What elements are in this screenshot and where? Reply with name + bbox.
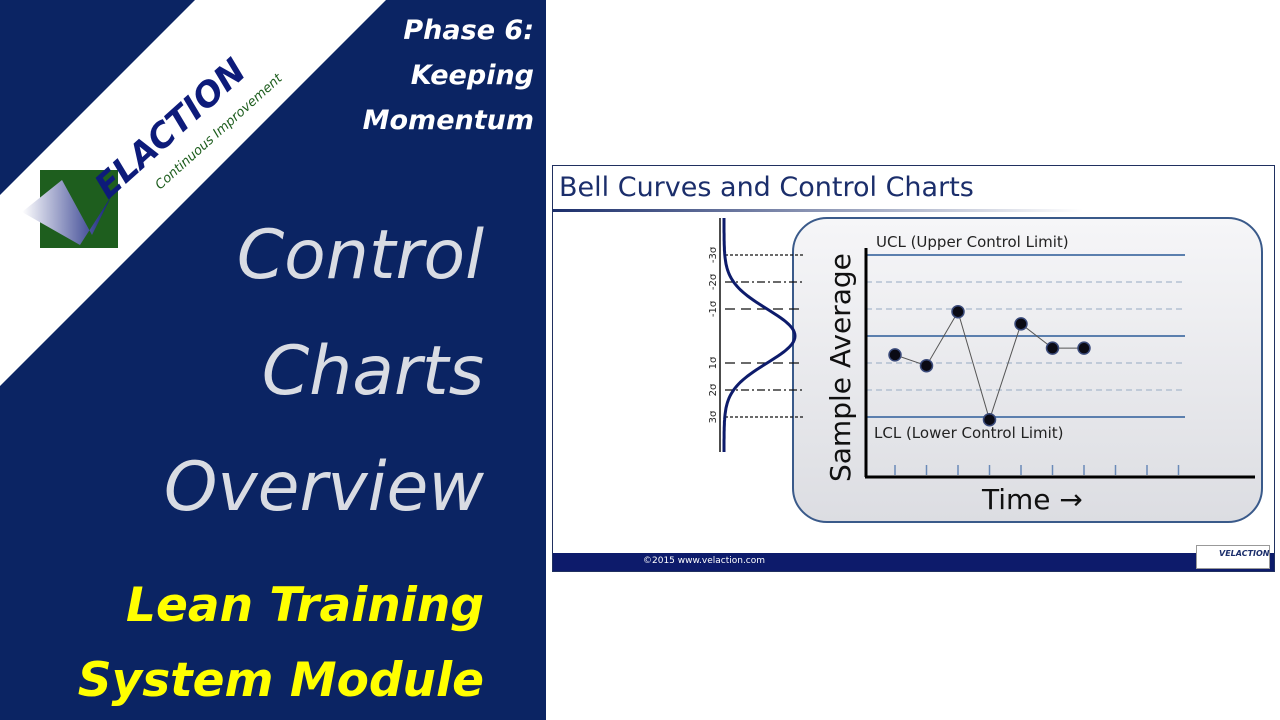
y-axis-label: Sample Average: [824, 253, 857, 482]
sigma-label: -2σ: [708, 273, 719, 290]
main-title: Control Charts Overview: [4, 198, 484, 546]
module-subtitle: Lean Training System Module: [0, 568, 484, 718]
copyright: ©2015 www.velaction.com: [643, 556, 766, 566]
sigma-label: 2σ: [708, 383, 719, 396]
ucl-label: UCL (Upper Control Limit): [876, 233, 1069, 251]
chart-box: [792, 217, 1263, 523]
bell-curve: [722, 218, 797, 452]
sigma-label: -1σ: [708, 300, 719, 317]
slide-footer: ©2015 www.velaction.com: [553, 553, 1274, 571]
lcl-label: LCL (Lower Control Limit): [874, 424, 1064, 442]
data-point: [1077, 341, 1091, 355]
data-point: [1045, 341, 1060, 355]
sigma-label: 1σ: [708, 356, 719, 369]
sigma-label: -3σ: [708, 246, 719, 263]
left-panel: ELACTION Continuous Improvement Phase 6:…: [0, 0, 546, 720]
phase-label: Phase 6: Keeping Momentum: [234, 8, 534, 143]
subtitle-line: Lean Training: [126, 578, 484, 633]
title-underline: [553, 209, 1083, 212]
data-point: [1014, 317, 1028, 331]
phase-line: Momentum: [362, 105, 534, 136]
slide-title: Bell Curves and Control Charts: [559, 172, 974, 203]
data-point: [919, 358, 934, 373]
footer-logo: VELACTION: [1196, 545, 1270, 569]
x-axis-label: Time →: [981, 483, 1083, 516]
subtitle-line: System Module: [77, 653, 484, 708]
logo-band: ELACTION Continuous Improvement: [0, 0, 386, 386]
title-line: Control: [236, 216, 484, 295]
phase-line: Keeping: [410, 60, 534, 91]
data-point: [951, 304, 965, 319]
phase-line: Phase 6:: [403, 15, 534, 46]
sigma-label: 3σ: [708, 410, 719, 423]
title-line: Charts: [261, 332, 484, 411]
title-line: Overview: [163, 448, 484, 527]
data-point: [888, 348, 902, 362]
data-point: [982, 412, 997, 427]
